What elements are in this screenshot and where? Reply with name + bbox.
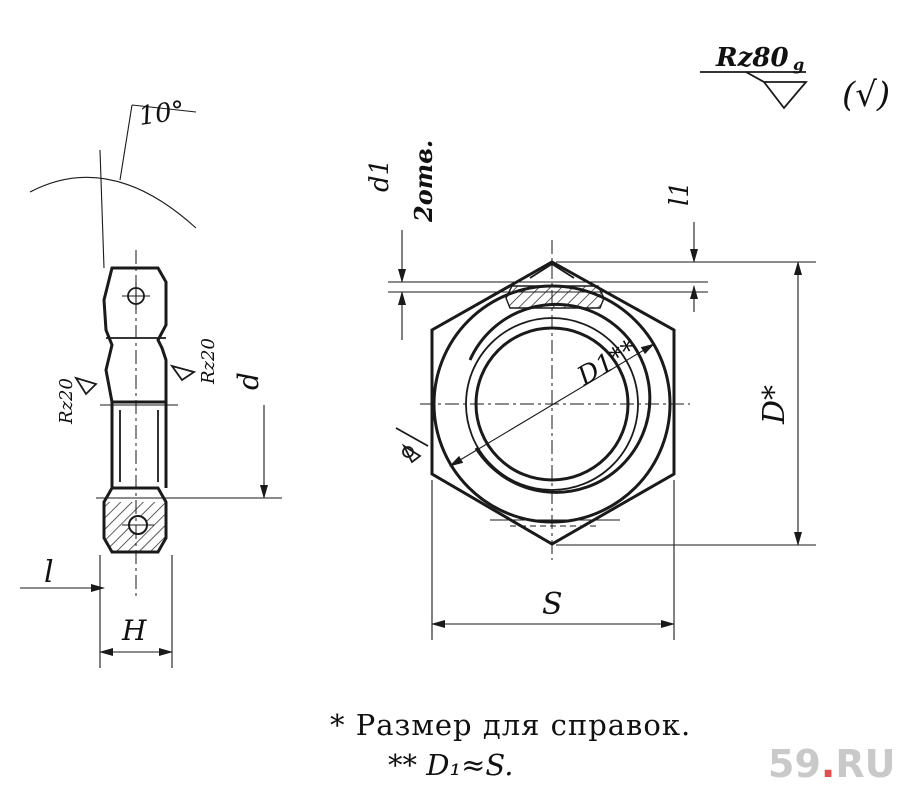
- label-D: D*: [757, 385, 792, 425]
- watermark-text-b: RU: [835, 742, 896, 786]
- angle-ext-line: [99, 149, 105, 269]
- label-H: H: [121, 614, 147, 647]
- rz-symbol-stem: [745, 71, 765, 83]
- roughness-symbol: [700, 71, 808, 110]
- surface-mark-circle: [402, 446, 414, 458]
- label-S: S: [542, 587, 563, 622]
- top-hole-tip: [529, 262, 575, 279]
- side-middle-walls: [110, 402, 168, 488]
- watermark-text-a: 59: [768, 742, 821, 786]
- surface-mark-left: [395, 427, 429, 464]
- side-upper-profile: [102, 266, 168, 404]
- label-rz-left-a: Rz20: [56, 378, 77, 425]
- angle-arc: [29, 176, 197, 229]
- label-rz-general: (√): [842, 75, 890, 115]
- note-reference-size: * Размер для справок.: [330, 708, 692, 742]
- label-d: d: [232, 372, 265, 390]
- watermark-logo: 59.RU: [768, 742, 895, 786]
- label-angle: 10°: [137, 96, 187, 132]
- note-D1-approx-S: ** D₁≈S.: [388, 748, 514, 782]
- label-l: l: [44, 555, 54, 590]
- label-d1: d1: [365, 159, 395, 192]
- side-view: [20, 104, 282, 668]
- label-rz-left-b: Rz20: [198, 338, 219, 385]
- rz-left-a-mark: [73, 376, 98, 396]
- label-rz-top-sub: g: [793, 55, 804, 74]
- label-rz-top: Rz80: [715, 43, 789, 73]
- angle-leader-2: [131, 104, 197, 113]
- thread-arc: [468, 302, 652, 494]
- rz-left-b-mark: [169, 364, 197, 382]
- dim-D1-line: [449, 343, 655, 467]
- angle-leader-1: [119, 104, 133, 181]
- label-l1: l1: [665, 181, 695, 206]
- watermark-dot: .: [820, 742, 836, 786]
- top-hole-section: [505, 285, 605, 309]
- label-D1: D1**: [572, 334, 643, 392]
- label-2otv: 2отв.: [409, 140, 438, 223]
- rz-symbol-triangle: [762, 81, 808, 110]
- front-view: [388, 222, 816, 640]
